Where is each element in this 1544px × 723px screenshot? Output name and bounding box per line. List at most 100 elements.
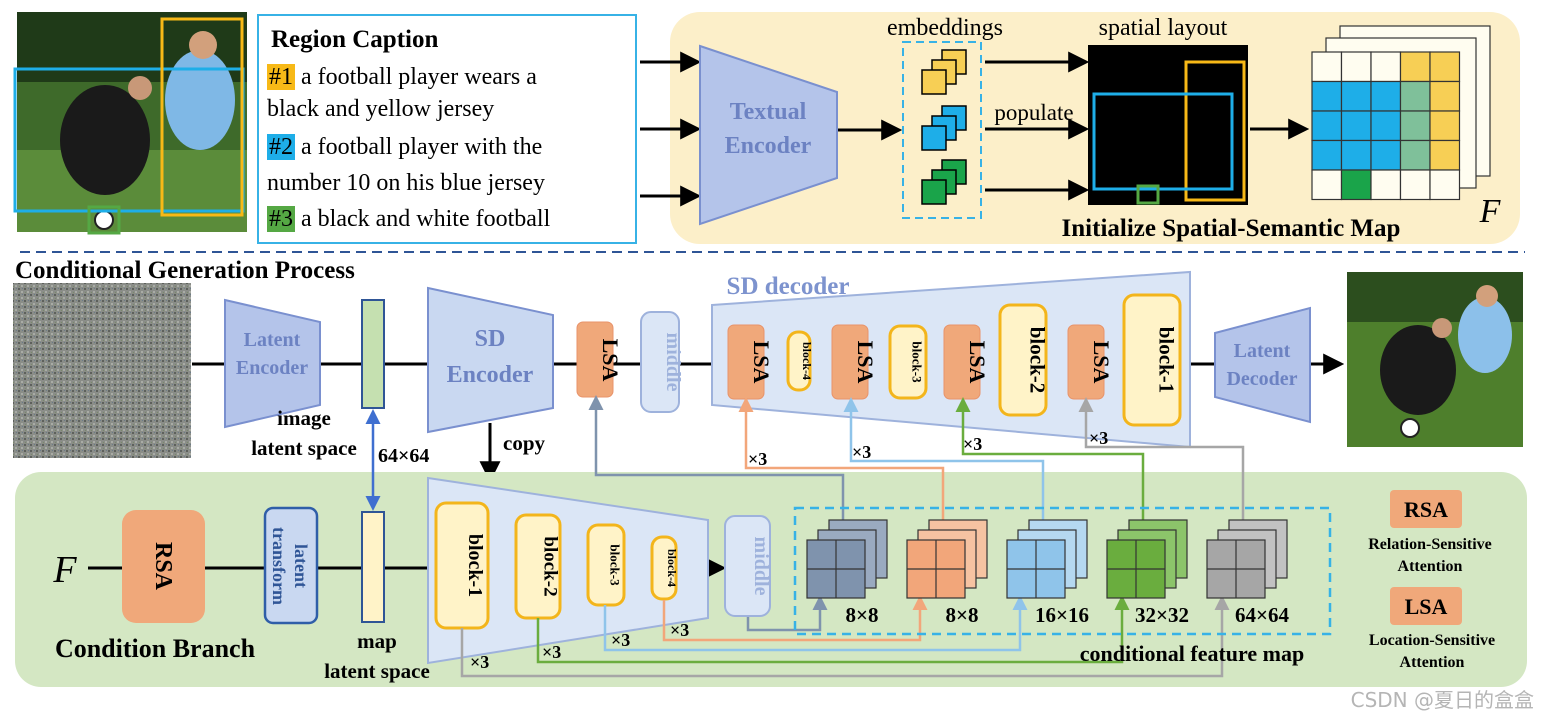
feature-size-label-1: 8×8 (846, 603, 879, 627)
image-latent-bar (361, 299, 385, 409)
map-cell (1370, 169, 1402, 201)
latent-transform-block (263, 506, 319, 625)
caption-line-3: #2 a football player with the (267, 134, 542, 161)
feed-block2-to-32x32 (536, 595, 1130, 664)
feature-size-label-4: 32×32 (1135, 603, 1189, 627)
generation-title: Conditional Generation Process (15, 257, 355, 284)
rsa-block (122, 510, 205, 623)
decoder-block-label-3: block-3 (910, 341, 925, 383)
feature-stack-1 (806, 519, 888, 599)
map-cell (1399, 80, 1431, 112)
noisy-input-image (13, 283, 191, 458)
middle-top-label: middle (662, 333, 684, 392)
embeddings-label: embeddings (887, 15, 1003, 41)
condition-block-label-1: block-1 (464, 534, 486, 597)
feature-stack-3 (1006, 519, 1088, 599)
tag-2: #2 (267, 134, 295, 160)
feature-stack-4 (1106, 519, 1188, 599)
x3-label-8: ×3 (470, 652, 489, 672)
x3-label-7: ×3 (542, 642, 561, 662)
tag-1: #1 (267, 64, 295, 90)
feed-to-lsa-1 (588, 395, 845, 525)
x3-label-4: ×3 (1089, 428, 1108, 448)
map-cell (1311, 110, 1343, 142)
sd-encoder (427, 286, 554, 434)
feature-map-label: conditional feature map (1080, 641, 1304, 666)
caption-line-2: black and yellow jersey (267, 96, 495, 122)
decoder-block-3 (888, 324, 928, 400)
decoder-block-5 (998, 303, 1048, 417)
caption-text-2a: a football player with the (295, 134, 543, 160)
middle-block-top (640, 311, 680, 413)
map-cell (1370, 110, 1402, 142)
condition-block-4 (650, 535, 678, 601)
decoder-block-label-1: block-4 (800, 342, 814, 380)
init-map-label: Initialize Spatial-Semantic Map (1062, 215, 1401, 242)
caption-text-1a: a football player wears a (295, 64, 537, 90)
condition-block-label-2: block-2 (540, 536, 561, 596)
x3-label-5: ×3 (670, 620, 689, 640)
map-cell (1370, 80, 1402, 112)
layout-box-blue (1092, 92, 1234, 191)
decoder-block-label-7: block-1 (1154, 327, 1178, 394)
x3-label-1: ×3 (748, 449, 767, 469)
embedding-stack-yellow (921, 49, 967, 95)
middle-block-bottom (724, 515, 771, 617)
layout-box-green (1136, 184, 1160, 205)
lsa-1-label: LSA (598, 339, 623, 382)
decoder-lsa-label-4: LSA (965, 341, 990, 384)
region-caption-box: Region Caption #1 a football player wear… (257, 14, 637, 244)
f-symbol-top: F (1479, 193, 1502, 230)
caption-line-5: #3 a black and white football (267, 206, 550, 233)
decoder-block-label-5: block-2 (1025, 327, 1049, 394)
map-cell (1340, 169, 1372, 201)
f-symbol-condition: F (52, 549, 77, 591)
x3-label-2: ×3 (852, 442, 871, 462)
map-cell (1311, 139, 1343, 171)
map-cell (1429, 169, 1461, 201)
x3-label-3: ×3 (963, 434, 982, 454)
condition-block-label-4: block-4 (665, 549, 679, 587)
spatial-layout-canvas (1088, 45, 1248, 205)
region-caption-title: Region Caption (271, 26, 439, 53)
generated-output-image (1347, 272, 1523, 447)
decoder-block-7 (1122, 293, 1182, 427)
feed-block3-to-16x16 (603, 595, 1028, 652)
condition-block-label-3: block-3 (608, 544, 623, 586)
feed-block4-to-8x8 (662, 595, 928, 642)
condition-encoder (427, 476, 709, 665)
map-cell (1370, 139, 1402, 171)
textual-encoder (699, 44, 838, 226)
feed-block1-to-64x64 (460, 595, 1230, 678)
feature-stack-2 (906, 519, 988, 599)
caption-text-3a: a black and white football (295, 206, 551, 232)
spatial-layout-label: spatial layout (1099, 15, 1228, 41)
embeddings-box (902, 41, 982, 219)
latent-transform-label: latenttransform (269, 527, 311, 605)
map-latent-bar (361, 511, 385, 623)
map-cell (1399, 139, 1431, 171)
sd-decoder-label: SD decoder (727, 273, 850, 300)
map-cell (1311, 80, 1343, 112)
latent-encoder (224, 298, 321, 429)
legend-rsa-label: RSA (1404, 497, 1448, 522)
x3-label-6: ×3 (611, 630, 630, 650)
caption-line-4: number 10 on his blue jersey (267, 170, 545, 196)
legend-rsa-box (1390, 490, 1462, 528)
map-cell (1399, 110, 1431, 142)
map-cell (1429, 139, 1461, 171)
map-cell (1311, 169, 1343, 201)
decoder-lsa-label-6: LSA (1089, 341, 1114, 384)
map-cell (1340, 139, 1372, 171)
decoder-lsa-label-0: LSA (749, 341, 774, 384)
tag-3: #3 (267, 206, 295, 232)
legend-lsa-label: LSA (1405, 594, 1448, 619)
map-cell (1311, 51, 1343, 83)
feature-stack-5 (1206, 519, 1288, 599)
feed-to-lsa-5 (1078, 397, 1245, 525)
